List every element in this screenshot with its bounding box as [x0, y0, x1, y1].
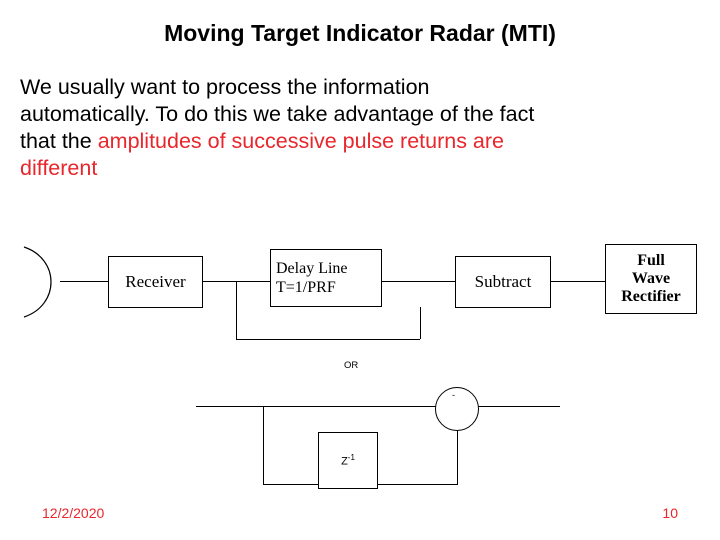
block-delay-line: Delay Line T=1/PRF	[270, 249, 382, 307]
footer-date: 12/2/2020	[42, 505, 105, 521]
block-full-wave-rectifier: Full Wave Rectifier	[605, 244, 697, 314]
line-lower-output	[478, 406, 560, 407]
line-delay-to-subtract	[382, 281, 456, 282]
line-branch-up-right	[420, 307, 421, 339]
block-z-inverse-label: Z-1	[341, 453, 355, 468]
antenna-icon	[23, 246, 52, 318]
body-line-1: We usually want to process the informati…	[20, 75, 430, 99]
page-title: Moving Target Indicator Radar (MTI)	[164, 20, 556, 46]
body-line-2: automatically. To do this we take advant…	[20, 102, 535, 126]
body-line-3-red: amplitudes of successive pulse returns a…	[97, 129, 505, 153]
line-lower-feedback-up	[457, 429, 458, 485]
body-line-3-black: that the	[20, 129, 98, 153]
line-lower-z-out	[378, 484, 458, 485]
block-rectifier-label-1: Full	[637, 252, 665, 269]
line-antenna-to-receiver	[60, 281, 109, 282]
summing-junction-icon	[435, 387, 479, 431]
line-branch-down-left	[236, 281, 237, 339]
line-branch-bottom	[236, 339, 420, 340]
block-rectifier-label-2: Wave	[631, 270, 671, 287]
line-lower-tap-down	[263, 406, 264, 484]
body-line-4-red: different	[20, 156, 98, 180]
block-receiver: Receiver	[108, 256, 203, 308]
line-subtract-to-rectifier	[551, 281, 606, 282]
block-subtract-label: Subtract	[474, 272, 532, 291]
footer-page-number: 10	[662, 505, 678, 521]
block-receiver-label: Receiver	[125, 272, 186, 291]
block-delay-line-label-1: Delay Line	[276, 260, 348, 277]
block-subtract: Subtract	[455, 256, 551, 308]
line-receiver-to-delay	[203, 281, 271, 282]
line-lower-input	[196, 406, 458, 407]
block-rectifier-label-3: Rectifier	[621, 288, 681, 305]
block-delay-line-label-2: T=1/PRF	[276, 279, 336, 296]
block-z-inverse: Z-1	[318, 432, 378, 489]
body-text: We usually want to process the informati…	[20, 74, 710, 182]
line-lower-z-in	[263, 484, 319, 485]
summing-junction-sign: -	[452, 390, 455, 400]
or-label: OR	[344, 360, 359, 371]
